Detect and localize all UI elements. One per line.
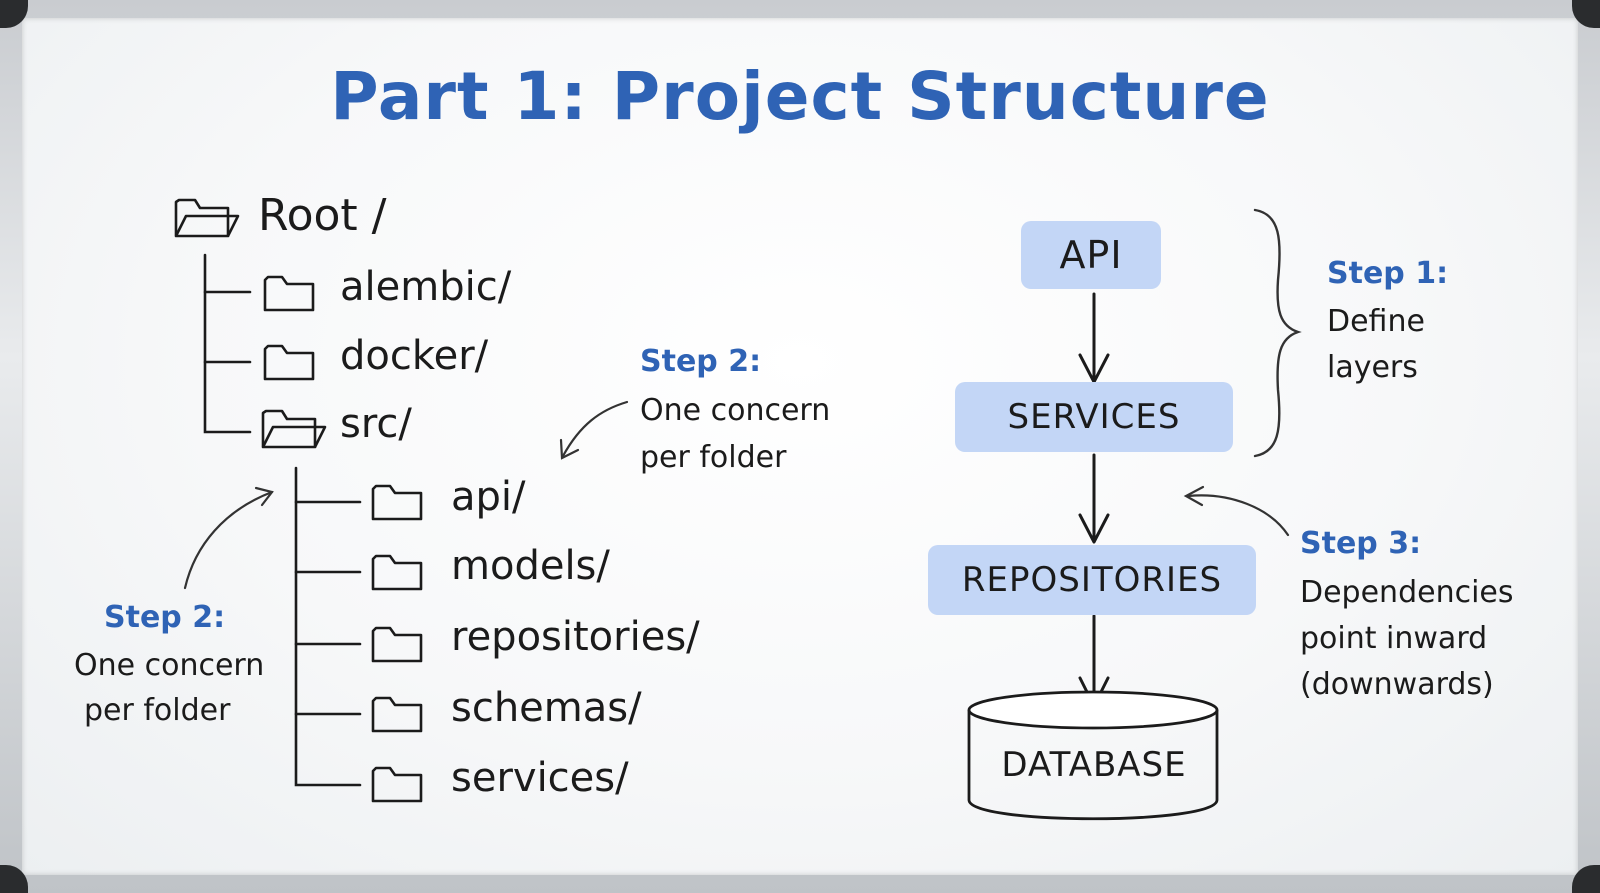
tree-item-services: services/ <box>451 755 629 801</box>
database-label: DATABASE <box>1001 745 1187 785</box>
database-cylinder-icon <box>967 690 1219 821</box>
step3-line2: point inward <box>1300 621 1488 656</box>
tree-item-repositories: repositories/ <box>451 614 700 660</box>
brace-icon <box>1253 208 1302 458</box>
step2-mid-line2: per folder <box>640 440 787 475</box>
tree-item-models: models/ <box>451 543 610 589</box>
folder-icon <box>263 275 315 312</box>
tree-item-docker: docker/ <box>340 333 489 379</box>
folder-icon <box>371 696 423 733</box>
layer-services: SERVICES <box>955 382 1233 452</box>
tree-root-label: Root / <box>258 190 387 241</box>
folder-icon <box>371 766 423 803</box>
step3-line3: (downwards) <box>1300 667 1494 702</box>
tree-connectors <box>203 253 362 787</box>
layer-api: API <box>1021 221 1161 289</box>
tree-item-src: src/ <box>340 401 412 447</box>
step1-line1: Define <box>1327 304 1425 339</box>
annotation-arrows <box>183 400 1290 590</box>
step2-mid-heading: Step 2: <box>640 344 762 379</box>
step3-heading: Step 3: <box>1300 526 1422 561</box>
folder-open-icon <box>261 409 327 449</box>
step2-mid-line1: One concern <box>640 393 831 428</box>
step1-line2: layers <box>1327 350 1418 385</box>
tree-item-schemas: schemas/ <box>451 685 642 731</box>
step1-heading: Step 1: <box>1327 256 1449 291</box>
page-title: Part 1: Project Structure <box>330 58 1270 135</box>
layer-arrows <box>1078 292 1110 708</box>
folder-icon <box>371 554 423 591</box>
folder-icon <box>371 626 423 663</box>
step3-line1: Dependencies <box>1300 575 1514 610</box>
step2-left-line1: One concern <box>74 648 265 683</box>
tree-item-api: api/ <box>451 474 526 520</box>
folder-icon <box>371 484 423 521</box>
tree-item-alembic: alembic/ <box>340 264 512 310</box>
step2-left-heading: Step 2: <box>104 600 226 635</box>
folder-icon <box>263 344 315 381</box>
root-folder-icon <box>174 198 240 238</box>
step2-left-line2: per folder <box>84 693 231 728</box>
layer-repositories: REPOSITORIES <box>928 545 1256 615</box>
